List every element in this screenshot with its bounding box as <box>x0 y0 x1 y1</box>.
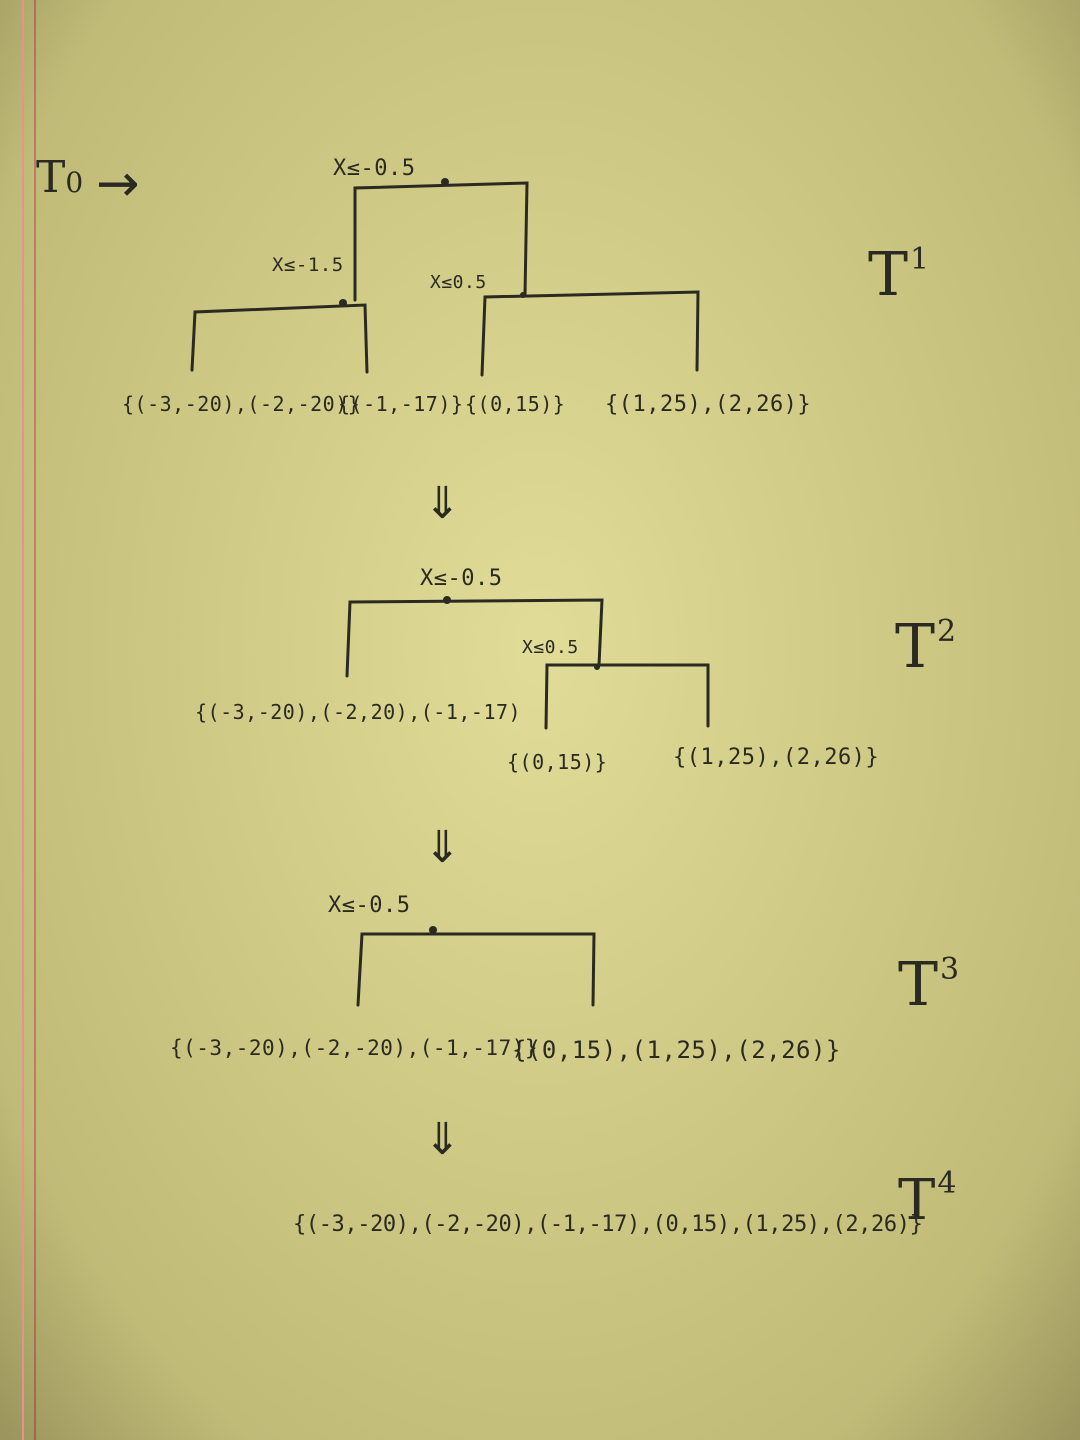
t3-root-branch <box>356 932 596 1007</box>
t2-label: T2 <box>895 612 956 682</box>
t1-label: T1 <box>868 240 929 310</box>
t1-root-branch <box>353 181 529 302</box>
t2-split-right: X≤0.5 <box>522 637 579 658</box>
start-label: T0 <box>36 152 83 203</box>
t2-label-sup: 2 <box>937 614 957 649</box>
t1-left-node <box>339 299 347 307</box>
t1-label-sup: 1 <box>910 242 930 277</box>
t1-leaf-3: {(0,15)} <box>465 392 566 416</box>
t2-right-node <box>594 664 600 670</box>
step-arrow-2: ⇓ <box>424 822 461 873</box>
t3-split-root: X≤-0.5 <box>328 893 411 918</box>
t3-label-sup: 3 <box>940 952 960 987</box>
t3-label: T3 <box>898 950 959 1020</box>
t2-right-branch <box>544 663 710 730</box>
t1-leaf-2: {(-1,-17)} <box>338 392 464 416</box>
t2-root-branch <box>345 598 604 678</box>
t1-right-node <box>520 292 526 298</box>
start-arrow: → <box>96 154 140 214</box>
t1-split-left: X≤-1.5 <box>272 254 344 276</box>
t2-label-text: T <box>895 612 936 682</box>
t2-root-node <box>443 596 451 604</box>
start-label-text: T <box>36 152 66 203</box>
t3-root-node <box>429 926 437 934</box>
t1-root-node <box>441 178 449 186</box>
t3-leaf-1: {(-3,-20),(-2,-20),(-1,-17)} <box>170 1036 539 1060</box>
t2-split-root: X≤-0.5 <box>420 566 503 591</box>
t1-split-root: X≤-0.5 <box>333 156 416 181</box>
t2-leaf-1: {(-3,-20),(-2,20),(-1,-17) <box>195 700 522 724</box>
start-label-sub: 0 <box>65 166 84 199</box>
t2-leaf-2: {(0,15)} <box>507 750 608 774</box>
step-arrow-1: ⇓ <box>424 478 461 529</box>
t1-right-branch <box>480 290 700 377</box>
t1-leaf-1: {(-3,-20),(-2,-20)} <box>122 392 361 416</box>
t4-label-sup: 4 <box>937 1166 957 1201</box>
t1-left-branch <box>190 303 369 374</box>
step-arrow-3: ⇓ <box>424 1114 461 1165</box>
margin-line <box>22 0 24 1440</box>
t1-leaf-4: {(1,25),(2,26)} <box>605 392 812 417</box>
t4-leaf-1: {(-3,-20),(-2,-20),(-1,-17),(0,15),(1,25… <box>293 1212 923 1237</box>
t1-label-text: T <box>868 240 909 310</box>
t2-leaf-3: {(1,25),(2,26)} <box>673 745 880 770</box>
t1-split-right: X≤0.5 <box>430 272 487 293</box>
t3-label-text: T <box>898 950 939 1020</box>
t4-label: T4 <box>898 1166 957 1233</box>
t4-label-text: T <box>898 1168 936 1233</box>
t3-leaf-2: {(0,15),(1,25),(2,26)} <box>512 1036 841 1064</box>
